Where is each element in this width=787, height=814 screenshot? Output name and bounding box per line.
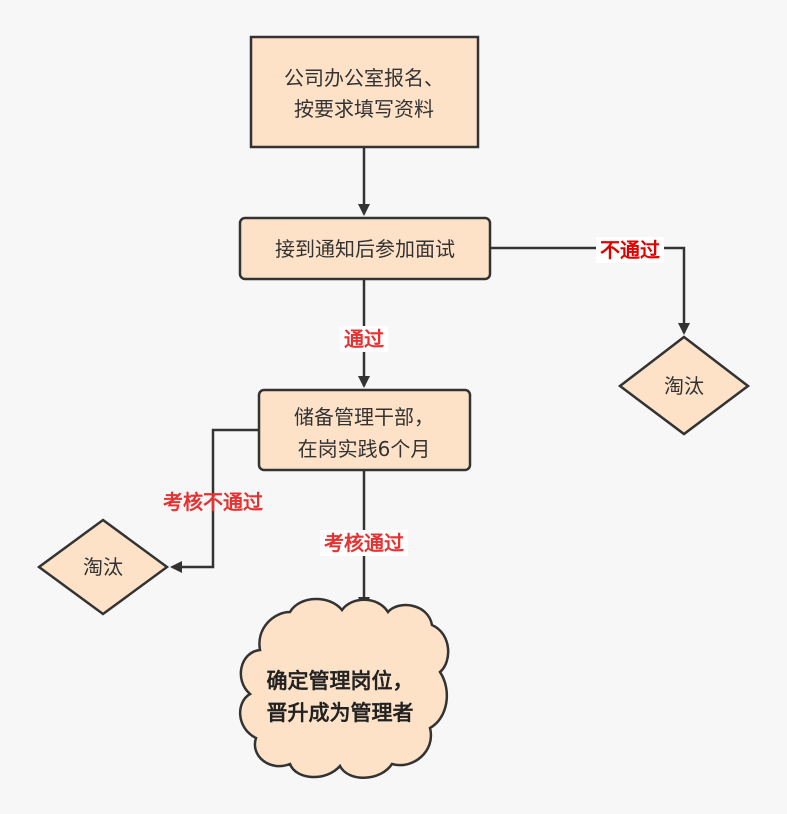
node-register: 公司办公室报名、 按要求填写资料 bbox=[249, 35, 480, 149]
node-eliminate-right: 淘汰 bbox=[617, 335, 751, 436]
node-trainee-line2: 在岗实践6个月 bbox=[298, 437, 431, 461]
node-promote: 确定管理岗位， 晋升成为管理者 bbox=[238, 597, 450, 779]
label-interview-pass: 通过 bbox=[344, 327, 384, 351]
node-interview-label: 接到通知后参加面试 bbox=[275, 237, 455, 261]
node-promote-line1: 确定管理岗位， bbox=[267, 669, 414, 693]
label-review-pass: 考核通过 bbox=[324, 531, 404, 555]
node-register-line1: 公司办公室报名、 bbox=[284, 66, 444, 90]
edge-trainee-to-eliminate-left bbox=[170, 428, 259, 573]
node-eliminate-left-label: 淘汰 bbox=[83, 555, 123, 579]
node-eliminate-right-label: 淘汰 bbox=[664, 374, 704, 398]
edge-interview-to-eliminate-right bbox=[490, 246, 690, 335]
edges bbox=[170, 147, 690, 609]
node-register-line2: 按要求填写资料 bbox=[294, 97, 434, 121]
node-promote-line2: 晋升成为管理者 bbox=[267, 701, 414, 725]
node-interview: 接到通知后参加面试 bbox=[238, 216, 492, 281]
cloud-shape bbox=[238, 597, 450, 779]
node-eliminate-left: 淘汰 bbox=[36, 518, 170, 616]
label-interview-fail: 不通过 bbox=[600, 238, 660, 262]
node-trainee: 储备管理干部， 在岗实践6个月 bbox=[257, 388, 472, 472]
edge-labels: 不通过 通过 考核不通过 考核通过 bbox=[163, 237, 664, 556]
node-trainee-line1: 储备管理干部， bbox=[294, 405, 434, 429]
label-review-fail: 考核不通过 bbox=[163, 490, 263, 514]
